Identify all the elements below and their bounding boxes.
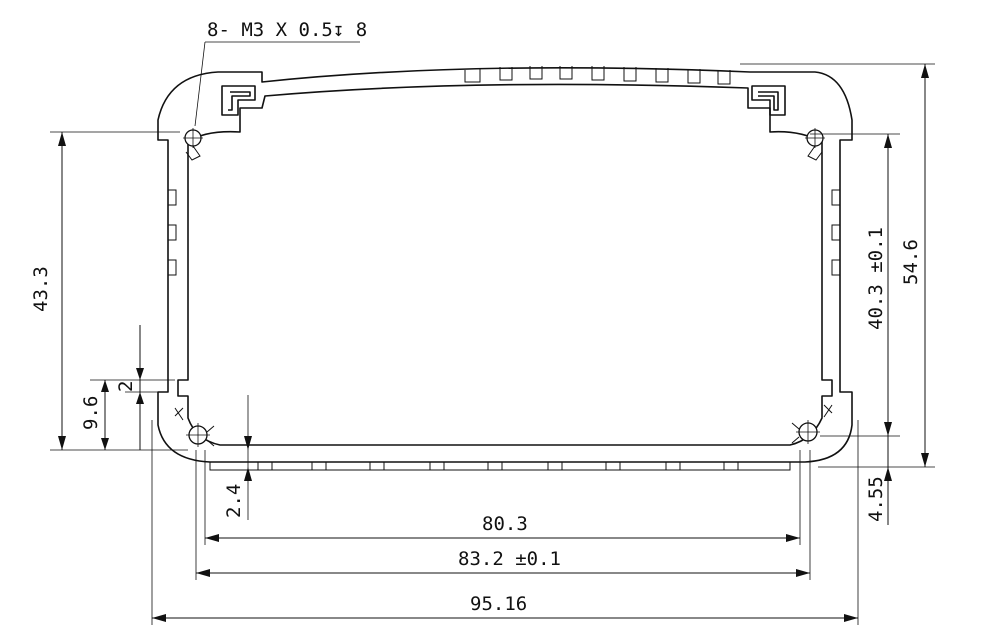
dim-40-3-label: 40.3 ±0.1 bbox=[865, 227, 887, 330]
enclosure-profile bbox=[157, 66, 853, 471]
right-wall-grooves bbox=[831, 189, 840, 276]
dim-83-2-label: 83.2 ±0.1 bbox=[458, 548, 561, 570]
dim-9-6: 9.6 bbox=[80, 380, 109, 450]
extension-lines bbox=[50, 63, 935, 625]
dim-40-3: 40.3 ±0.1 bbox=[865, 134, 892, 436]
inner-cavity bbox=[177, 83, 833, 446]
dim-95-16: 95.16 bbox=[152, 593, 858, 622]
outer-contour bbox=[157, 66, 853, 463]
dim-9-6-label: 9.6 bbox=[80, 396, 102, 430]
dim-95-16-label: 95.16 bbox=[470, 593, 527, 615]
callout-text: 8- M3 X 0.5↧ 8 bbox=[207, 19, 367, 41]
top-right-clip bbox=[751, 85, 786, 116]
thread-callout: 8- M3 X 0.5↧ 8 bbox=[194, 19, 367, 127]
top-grooves bbox=[464, 66, 731, 85]
top-left-clip bbox=[221, 85, 256, 116]
dim-80-3: 80.3 bbox=[205, 513, 800, 542]
dim-80-3-label: 80.3 bbox=[482, 513, 528, 535]
dim-2: 2 bbox=[115, 325, 144, 450]
dim-4-55-label: 4.55 bbox=[865, 476, 887, 522]
dim-54-6-label: 54.6 bbox=[900, 239, 922, 285]
dim-54-6: 54.6 bbox=[900, 64, 929, 467]
screw-hole-bottom-right bbox=[791, 404, 833, 444]
bottom-grooves bbox=[209, 462, 791, 471]
center-marks bbox=[183, 128, 825, 447]
dim-2-label: 2 bbox=[115, 381, 137, 392]
dim-83-2: 83.2 ±0.1 bbox=[196, 548, 810, 577]
dim-4-55: 4.55 bbox=[865, 436, 892, 525]
dim-2-4: 2.4 bbox=[223, 436, 252, 518]
dim-2-4-label: 2.4 bbox=[223, 484, 245, 518]
dim-43-3-label: 43.3 bbox=[30, 266, 52, 312]
left-wall-grooves bbox=[168, 189, 177, 276]
dim-43-3: 43.3 bbox=[30, 132, 66, 450]
